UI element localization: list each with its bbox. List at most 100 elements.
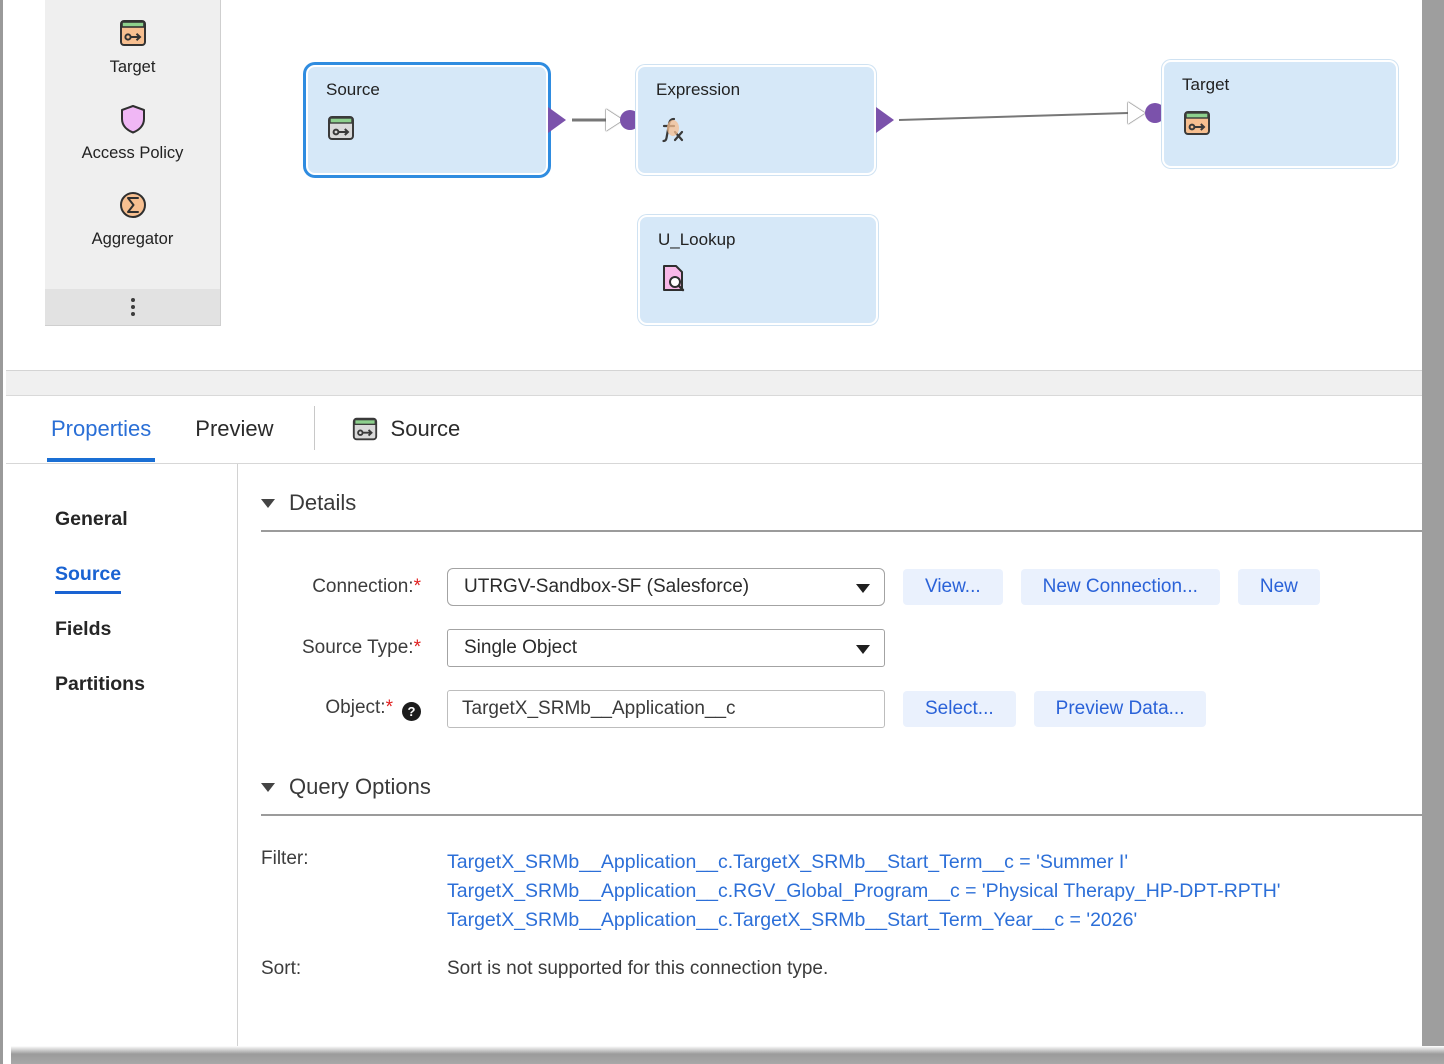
- connector-wires: [572, 112, 1129, 122]
- properties-body: General Source Fields Partitions Details…: [6, 464, 1444, 1046]
- view-connection-button[interactable]: View...: [903, 569, 1003, 605]
- filter-line: TargetX_SRMb__Application__c.RGV_Global_…: [447, 880, 1281, 902]
- properties-tabbar: Properties Preview Source: [6, 396, 1444, 464]
- node-title: Source: [326, 80, 380, 99]
- sidebar-item-label: General: [55, 508, 128, 530]
- properties-content: Details Connection:* UTRGV-Sandbox-SF (S…: [239, 464, 1444, 1046]
- object-label: Object:*?: [261, 697, 447, 721]
- filter-line: TargetX_SRMb__Application__c.TargetX_SRM…: [447, 909, 1138, 931]
- section-divider: [261, 814, 1444, 816]
- sort-label: Sort:: [261, 958, 302, 979]
- node-title: U_Lookup: [658, 230, 736, 249]
- label-text: Source Type:: [301, 637, 414, 658]
- lookup-doc-icon: [658, 263, 688, 293]
- node-title: Expression: [656, 80, 741, 99]
- properties-sidenav: General Source Fields Partitions: [6, 464, 238, 1046]
- filter-line: TargetX_SRMb__Application__c.TargetX_SRM…: [447, 851, 1129, 873]
- palette-item-aggregator[interactable]: Aggregator: [45, 182, 220, 250]
- preview-data-button[interactable]: Preview Data...: [1033, 691, 1207, 727]
- connection-select[interactable]: UTRGV-Sandbox-SF (Salesforce): [447, 568, 885, 606]
- palette-item-label: Target: [109, 58, 156, 76]
- transformation-palette[interactable]: Target Access Policy: [45, 0, 221, 326]
- sigma-circle-icon: [45, 182, 220, 228]
- connection-label: Connection:*: [261, 576, 447, 598]
- node-expression[interactable]: Expression: [636, 65, 876, 175]
- expression-fx-icon: [656, 113, 686, 143]
- target-input-arrow[interactable]: [1128, 102, 1145, 124]
- tab-separator: [313, 406, 315, 450]
- new-button[interactable]: New: [1237, 569, 1320, 605]
- section-title: Query Options: [289, 774, 431, 799]
- chevron-down-icon[interactable]: [856, 645, 870, 654]
- tab-label: Properties: [51, 416, 152, 441]
- tab-entity-source[interactable]: Source: [347, 396, 465, 462]
- tab-preview[interactable]: Preview: [191, 396, 277, 462]
- expression-input-arrow[interactable]: [606, 109, 623, 131]
- more-vertical-icon: [130, 298, 135, 316]
- section-divider: [261, 530, 1444, 532]
- window-bottom-shadow: [11, 1046, 1444, 1064]
- expression-input-port[interactable]: [620, 110, 640, 130]
- shield-icon: [45, 96, 220, 142]
- panel-divider[interactable]: [6, 370, 1444, 396]
- palette-more-button[interactable]: [45, 289, 220, 325]
- palette-item-access-policy[interactable]: Access Policy: [45, 96, 220, 164]
- node-source[interactable]: Source: [306, 65, 548, 175]
- sidebar-item-label: Source: [55, 563, 122, 585]
- query-options-section: Query Options Filter: TargetX_SRMb__Appl…: [239, 728, 1444, 980]
- palette-item-label: Aggregator: [91, 230, 174, 248]
- chevron-down-icon[interactable]: [856, 584, 870, 593]
- filter-row: Filter: TargetX_SRMb__Application__c.Tar…: [261, 848, 1444, 935]
- connection-row: Connection:* UTRGV-Sandbox-SF (Salesforc…: [261, 568, 1444, 606]
- sort-value: Sort is not supported for this connectio…: [447, 958, 829, 979]
- source-type-value: Single Object: [464, 637, 578, 658]
- tab-properties[interactable]: Properties: [47, 396, 156, 462]
- question-mark-icon[interactable]: ?: [402, 702, 421, 721]
- query-options-section-header[interactable]: Query Options: [239, 774, 1444, 800]
- node-u-lookup[interactable]: U_Lookup: [638, 215, 878, 325]
- sidebar-item-source[interactable]: Source: [55, 563, 122, 594]
- sidebar-item-partitions[interactable]: Partitions: [55, 673, 145, 696]
- connection-value: UTRGV-Sandbox-SF (Salesforce): [464, 576, 750, 597]
- sort-row: Sort: Sort is not supported for this con…: [261, 958, 1444, 980]
- target-transform-icon: [45, 10, 220, 56]
- object-row: Object:*? TargetX_SRMb__Application__c S…: [261, 690, 1444, 728]
- new-connection-button[interactable]: New Connection...: [1020, 569, 1220, 605]
- node-target[interactable]: Target: [1162, 60, 1398, 168]
- select-object-button[interactable]: Select...: [903, 691, 1016, 727]
- sidebar-item-general[interactable]: General: [55, 508, 128, 531]
- palette-item-target[interactable]: Target: [45, 10, 220, 78]
- filter-label: Filter:: [261, 848, 309, 869]
- sidebar-item-label: Partitions: [55, 673, 145, 695]
- palette-item-label: Access Policy: [81, 144, 184, 162]
- label-text: Object:: [325, 697, 386, 718]
- source-type-row: Source Type:* Single Object: [261, 629, 1444, 667]
- palette-scroll-area[interactable]: Target Access Policy: [45, 0, 220, 250]
- details-section-header[interactable]: Details: [239, 490, 1444, 516]
- section-title: Details: [289, 490, 357, 515]
- source-type-label: Source Type:*: [261, 637, 447, 659]
- chevron-down-icon[interactable]: [261, 498, 275, 508]
- target-input-port[interactable]: [1145, 103, 1165, 123]
- source-type-select[interactable]: Single Object: [447, 629, 885, 667]
- details-section: Details Connection:* UTRGV-Sandbox-SF (S…: [239, 464, 1444, 728]
- tab-label: Source: [390, 416, 461, 441]
- object-input[interactable]: TargetX_SRMb__Application__c: [447, 690, 885, 728]
- sidebar-item-fields[interactable]: Fields: [55, 618, 111, 641]
- source-object-icon: [326, 113, 356, 143]
- source-object-icon: [351, 415, 379, 443]
- required-marker: *: [413, 576, 421, 597]
- label-text: Connection:: [312, 576, 414, 597]
- tab-label: Preview: [195, 416, 274, 441]
- mapping-canvas[interactable]: Target Access Policy: [6, 0, 1444, 370]
- filter-value[interactable]: TargetX_SRMb__Application__c.TargetX_SRM…: [447, 848, 1281, 935]
- node-title: Target: [1182, 75, 1230, 94]
- sidebar-item-label: Fields: [55, 618, 112, 640]
- required-marker: *: [413, 637, 421, 658]
- expression-output-port[interactable]: [876, 107, 894, 133]
- vertical-scrollbar[interactable]: [1422, 0, 1444, 1046]
- chevron-down-icon[interactable]: [261, 782, 275, 792]
- source-output-port[interactable]: [548, 107, 566, 133]
- required-marker: *: [385, 697, 393, 718]
